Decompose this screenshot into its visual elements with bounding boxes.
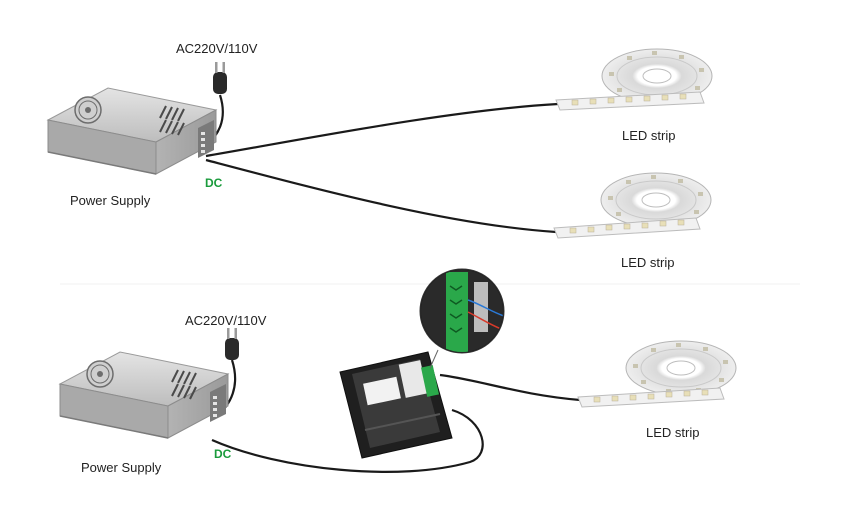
bottom-led-strip-label: LED strip bbox=[646, 425, 700, 440]
top-dc-label: DC bbox=[205, 176, 223, 190]
top-wire-strip-2 bbox=[205, 158, 557, 234]
bottom-wire-psu-controller bbox=[211, 408, 484, 473]
bottom-diagram bbox=[59, 268, 737, 473]
top-ac-label: AC220V/110V bbox=[176, 41, 258, 56]
top-power-supply-label: Power Supply bbox=[70, 193, 151, 208]
top-led-strip-label-2: LED strip bbox=[621, 255, 675, 270]
bottom-wire-controller-strip bbox=[439, 373, 581, 402]
terminal-closeup-icon bbox=[419, 268, 505, 369]
led-strip-reel-icon bbox=[577, 340, 737, 408]
top-wire-strip-1 bbox=[205, 102, 559, 158]
top-diagram bbox=[47, 48, 713, 239]
power-supply-icon bbox=[47, 87, 217, 175]
plug-icon bbox=[213, 62, 227, 94]
power-supply-icon bbox=[59, 351, 229, 439]
plug-icon bbox=[225, 328, 239, 360]
bottom-dc-label: DC bbox=[214, 447, 232, 461]
led-strip-reel-icon bbox=[553, 172, 712, 239]
top-led-strip-label-1: LED strip bbox=[622, 128, 676, 143]
led-strip-reel-icon bbox=[555, 48, 713, 111]
dimmer-controller-icon bbox=[339, 351, 453, 459]
bottom-ac-label: AC220V/110V bbox=[185, 313, 267, 328]
bottom-power-supply-label: Power Supply bbox=[81, 460, 162, 475]
